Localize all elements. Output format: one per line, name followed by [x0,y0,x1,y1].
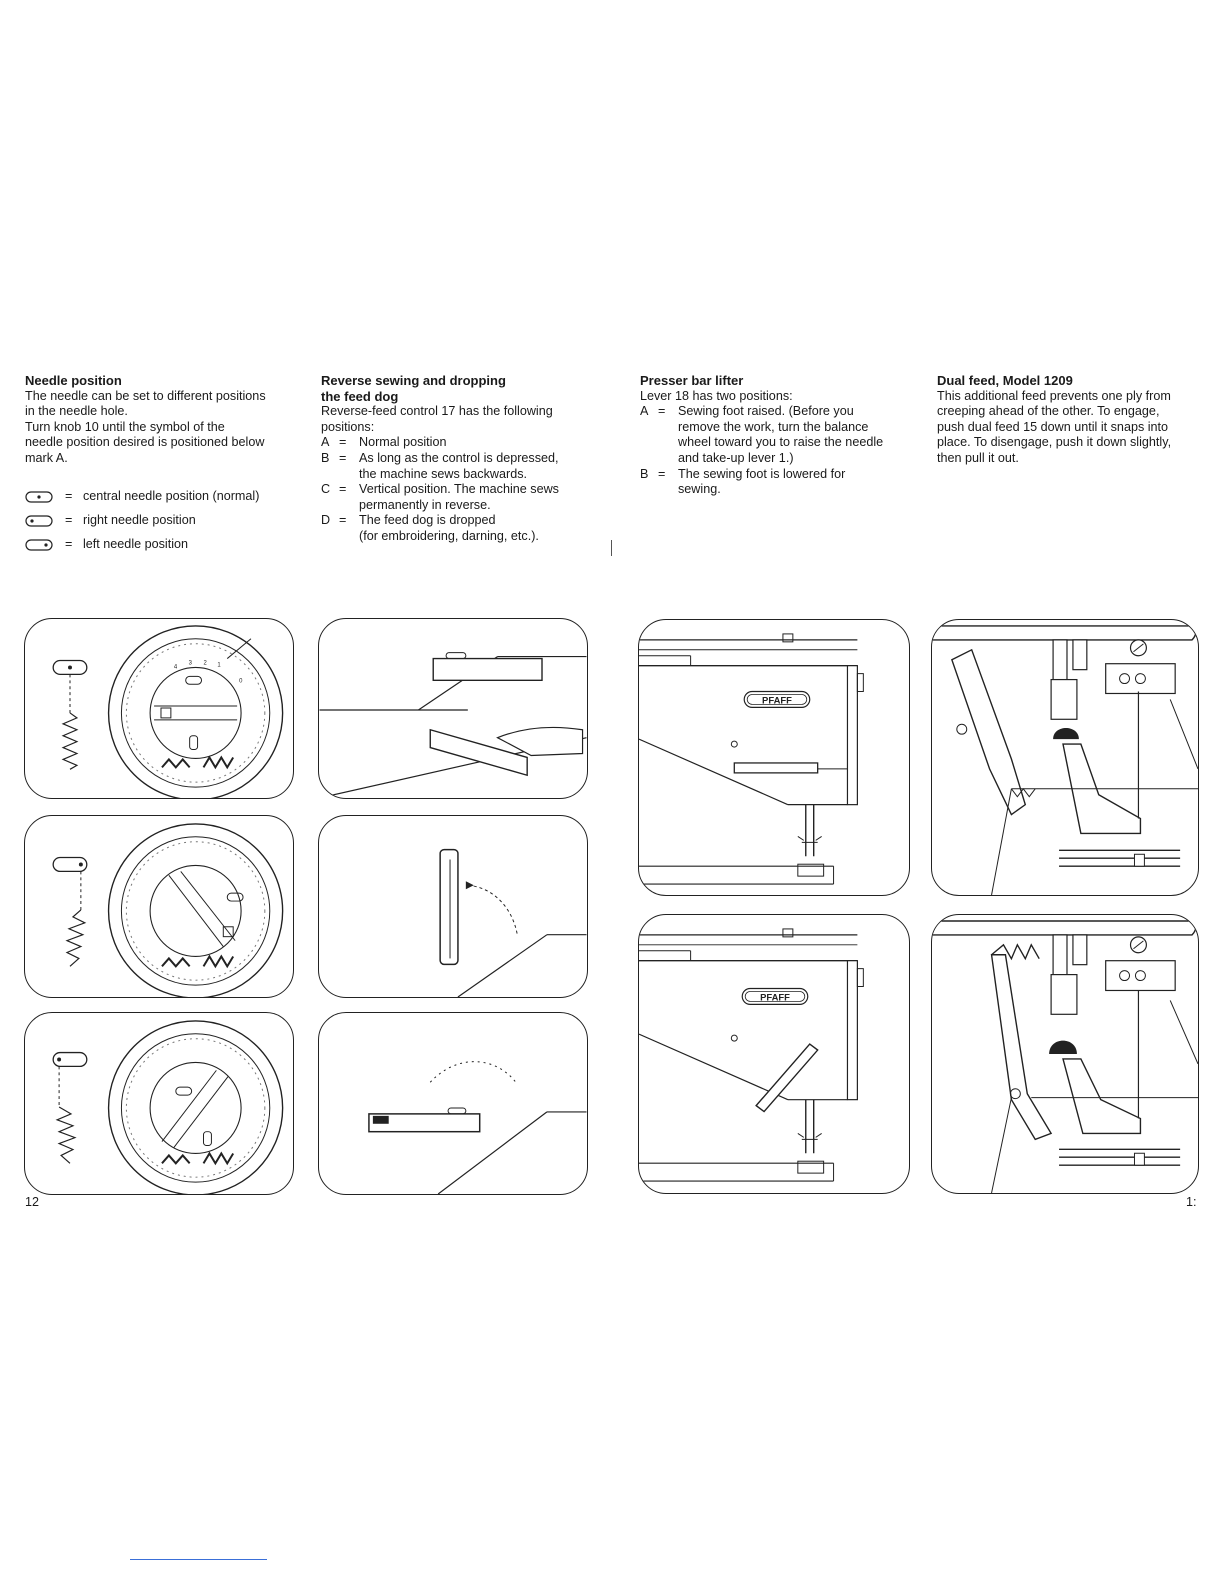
dual-feed-icon [932,625,1198,895]
needle-position-title: Needle position [25,373,122,388]
dual-feed-section: Dual feed, Model 1209 This additional fe… [937,373,1202,467]
dual-feed-body-line: creeping ahead of the other. To engage, [937,404,1160,419]
dual-feed-body-line: then pull it out. [937,450,1019,465]
legend-item: = right needle position [25,509,300,533]
legend-text: right needle position [83,512,196,527]
reverse-lever-icon [319,652,587,798]
dial-illustration-left [24,1012,294,1195]
list-item: B = The sewing foot is lowered for sewin… [640,466,846,497]
machine-head-foot-lowered: PFAFF [638,914,910,1194]
needle-dial-icon: 4 3 2 1 0 [52,625,284,798]
svg-text:2: 2 [204,660,207,666]
reverse-sewing-intro: positions: [321,419,375,434]
needle-legend: = central needle position (normal) = rig… [25,485,300,557]
needle-position-body-line: The needle can be set to different posit… [25,388,266,403]
dual-feed-disengaged [931,914,1199,1194]
reverse-sewing-section: Reverse sewing and dropping the feed dog… [321,373,596,545]
svg-text:PFAFF: PFAFF [762,694,792,705]
reverse-lever-illustration-dropped [318,1012,588,1195]
legend-item: = left needle position [25,533,300,557]
reverse-sewing-title: the feed dog [321,388,399,404]
reverse-lever-illustration-vertical [318,815,588,998]
dial-illustration-central: 4 3 2 1 0 [24,618,294,799]
dual-feed-body-line: push dual feed 15 down until it snaps in… [937,419,1169,434]
svg-text:3: 3 [189,660,193,666]
needle-position-body-line: needle position desired is positioned be… [25,435,265,450]
dual-feed-icon [932,920,1198,1193]
presser-positions-list: A = Sewing foot raised. (Before you remo… [640,404,915,498]
reverse-lever-icon [368,1061,587,1194]
legend-text: central needle position (normal) [83,488,260,503]
needle-position-section: Needle position The needle can be set to… [25,373,300,557]
reverse-sewing-intro: Reverse-feed control 17 has the followin… [321,404,553,419]
list-item: A = Normal position [321,435,447,450]
footer-rule [130,1559,267,1560]
dual-feed-title: Dual feed, Model 1209 [937,373,1073,388]
list-item: B = As long as the control is depressed,… [321,450,559,481]
binding-mark [611,540,612,556]
legend-text: left needle position [83,536,189,551]
reverse-lever-illustration-normal [318,618,588,799]
svg-text:1: 1 [217,662,220,668]
needle-dial-icon [52,823,284,997]
dual-feed-body-line: This additional feed prevents one ply fr… [937,388,1171,403]
page-number-right: 1: [1186,1195,1197,1209]
legend-item: = central needle position (normal) [25,485,300,509]
svg-text:0: 0 [239,678,243,684]
list-item: D = The feed dog is dropped (for embroid… [321,513,539,543]
right-needle-icon [25,514,53,527]
presser-bar-intro: Lever 18 has two positions: [640,388,793,403]
page-number-left: 12 [25,1195,40,1209]
reverse-lever-icon [439,848,587,997]
svg-text:4: 4 [174,664,178,670]
svg-text:PFAFF: PFAFF [760,991,790,1002]
central-needle-icon [25,490,53,503]
needle-position-body-line: Turn knob 10 until the symbol of the [25,419,225,434]
list-item: C = Vertical position. The machine sews … [321,482,559,512]
sewing-machine-icon: PFAFF [639,633,864,885]
dual-feed-body-line: place. To disengage, push it down slight… [937,435,1172,450]
sewing-machine-icon: PFAFF [639,928,864,1182]
presser-bar-section: Presser bar lifter Lever 18 has two posi… [640,373,915,498]
reverse-positions-list: A = Normal position B = As long as the c… [321,435,596,544]
reverse-sewing-title: Reverse sewing and dropping [321,373,506,388]
needle-position-body-line: mark A. [25,450,68,465]
needle-dial-icon [52,1020,284,1194]
left-needle-icon [25,538,53,551]
needle-position-body-line: in the needle hole. [25,404,128,419]
dial-illustration-right [24,815,294,998]
list-item: A = Sewing foot raised. (Before you remo… [640,404,884,465]
presser-bar-title: Presser bar lifter [640,373,744,388]
dual-feed-engaged [931,619,1199,896]
machine-head-foot-raised: PFAFF [638,619,910,896]
